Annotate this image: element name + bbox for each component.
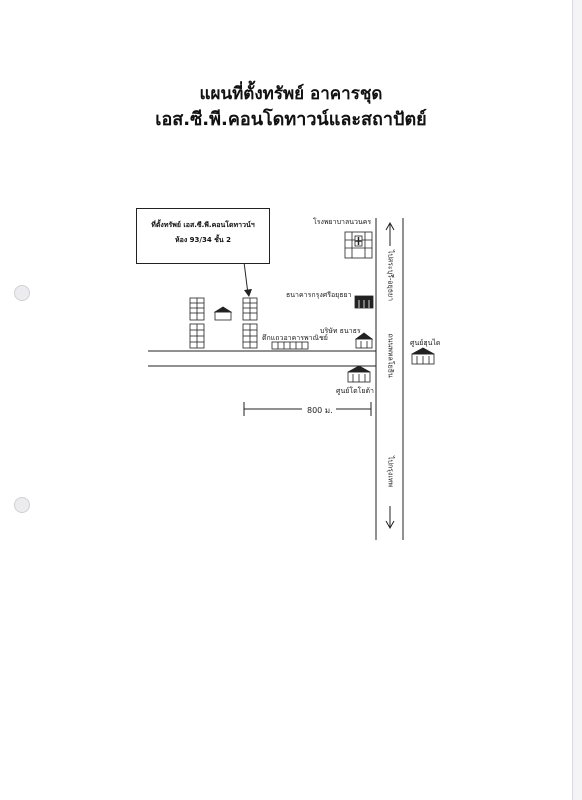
condo-tower (189, 323, 205, 349)
north-road-label: ไปสระบุรี-อยุธยา (386, 249, 395, 302)
shophouse-icon (271, 341, 309, 350)
condo-tower (242, 323, 258, 349)
callout-line-1: ที่ตั้งทรัพย์ เอส.ซี.พี.คอนโดทาวน์ฯ (151, 221, 255, 229)
dealership-icon (347, 365, 371, 383)
condo-tower (242, 297, 258, 321)
property-callout: ที่ตั้งทรัพย์ เอส.ซี.พี.คอนโดทาวน์ฯ ห้อง… (136, 208, 270, 264)
highway-label: ถนนพหลโยธิน (386, 333, 395, 378)
bank-label: ธนาคารกรุงศรีอยุธยา (286, 291, 352, 299)
bank-icon (354, 295, 374, 309)
company-label: บริษัท ธนาธร (320, 327, 361, 335)
map-subtitle: เอส.ซี.พี.คอนโดทาวน์และสถาปัตย์ (155, 109, 427, 130)
south-road-label: ไปกรุงเทพ (386, 455, 395, 487)
condo-tower (189, 297, 205, 321)
toyota-label: ศูนย์โตโยต้า (336, 387, 374, 395)
company-icon (354, 332, 374, 349)
punch-hole (14, 285, 30, 301)
callout-pointer (243, 261, 249, 295)
honda-label: ศูนย์ฮุนได (410, 339, 441, 347)
south-arrowhead (385, 520, 395, 530)
hospital-icon (344, 231, 373, 259)
punch-hole (14, 497, 30, 513)
callout-arrowhead (244, 289, 252, 297)
dealership-icon (411, 347, 435, 365)
callout-line-2: ห้อง 93/34 ชั้น 2 (175, 236, 231, 244)
distance-label: 800 ม. (307, 406, 333, 415)
small-building-icon (213, 306, 233, 321)
north-arrowhead (385, 221, 395, 231)
hospital-label: โรงพยาบาลนวนคร (313, 218, 372, 226)
map-title: แผนที่ตั้งทรัพย์ อาคารชุด (199, 84, 383, 104)
shophouse-label: ตึกแถวอาคารพาณิชย์ (262, 334, 328, 342)
